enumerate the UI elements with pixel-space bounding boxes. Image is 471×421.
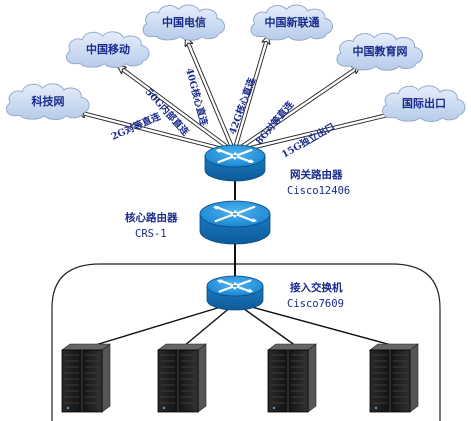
arrow-xinliantong <box>231 36 268 153</box>
server-rack-icon <box>369 343 419 413</box>
core-router-icon <box>199 200 271 245</box>
router-arrows-icon <box>217 148 253 164</box>
core-model: CRS-1 <box>135 228 167 240</box>
arrow-keji <box>78 112 235 155</box>
gateway-router-icon <box>204 144 266 182</box>
access-name: 接入交换机 <box>290 281 343 294</box>
router-arrows-icon <box>214 205 256 223</box>
access-switch-icon <box>206 275 264 311</box>
access-model: Cisco7609 <box>287 298 344 310</box>
cloud-label: 中国电信 <box>162 15 206 29</box>
server-rack-icon <box>61 343 111 413</box>
cloud-label: 中国新联通 <box>265 15 320 29</box>
arrow-jiaoyu <box>232 64 360 154</box>
gateway-name: 网关路由器 <box>290 168 343 181</box>
gateway-model: Cisco12406 <box>287 185 350 197</box>
server-rack-icon <box>157 343 207 413</box>
cloud-label: 国际出口 <box>402 96 446 110</box>
cloud-xinliantong: 中国新联通 <box>250 4 334 41</box>
server-links <box>91 305 396 347</box>
server-rack-icon <box>267 343 317 413</box>
server-racks <box>61 343 419 413</box>
server-area-border <box>51 263 441 421</box>
arrow-guoji <box>233 112 400 155</box>
cloud-keji: 科技网 <box>5 83 90 121</box>
cloud-label: 中国教育网 <box>353 44 408 58</box>
cloud-label: 科技网 <box>32 94 65 108</box>
link-label-keji: 2G对等直连 <box>109 110 163 143</box>
core-name: 核心路由器 <box>125 211 178 224</box>
cloud-yidong: 中国移动 <box>65 31 150 69</box>
uplink-arrows <box>78 36 400 155</box>
arrow-dianxin <box>184 38 236 153</box>
cloud-guoji: 国际出口 <box>381 85 466 123</box>
cloud-label: 中国移动 <box>86 42 130 56</box>
cloud-dianxin: 中国电信 <box>142 4 225 41</box>
arrow-yidong <box>118 64 236 154</box>
cloud-jiaoyu: 中国教育网 <box>336 32 424 71</box>
